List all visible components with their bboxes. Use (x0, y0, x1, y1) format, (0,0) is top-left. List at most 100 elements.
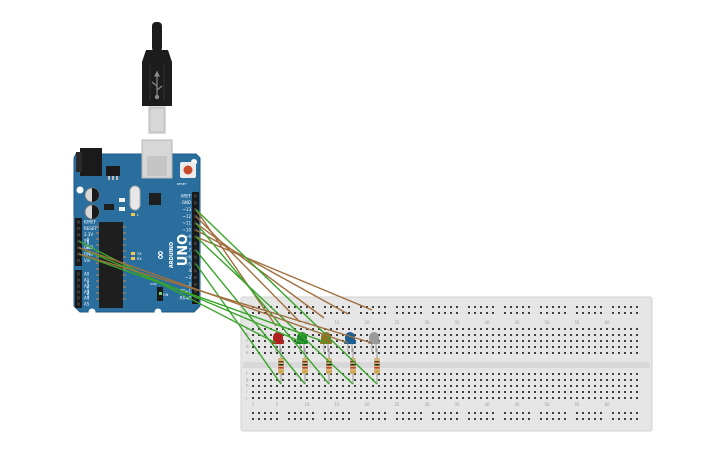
breadboard-hole[interactable] (546, 397, 548, 399)
breadboard-hole[interactable] (456, 418, 458, 420)
breadboard-hole[interactable] (546, 346, 548, 348)
breadboard-hole[interactable] (606, 328, 608, 330)
breadboard-hole[interactable] (432, 352, 434, 354)
breadboard-hole[interactable] (282, 373, 284, 375)
breadboard-hole[interactable] (624, 312, 626, 314)
breadboard-hole[interactable] (564, 352, 566, 354)
breadboard-hole[interactable] (582, 328, 584, 330)
breadboard-hole[interactable] (582, 379, 584, 381)
breadboard-hole[interactable] (558, 306, 560, 308)
breadboard-hole[interactable] (630, 328, 632, 330)
breadboard-hole[interactable] (504, 346, 506, 348)
breadboard-hole[interactable] (288, 312, 290, 314)
breadboard-hole[interactable] (444, 340, 446, 342)
breadboard-hole[interactable] (336, 340, 338, 342)
breadboard-hole[interactable] (270, 352, 272, 354)
jumper-wire[interactable] (195, 236, 354, 385)
breadboard-hole[interactable] (396, 397, 398, 399)
breadboard-hole[interactable] (576, 306, 578, 308)
breadboard-hole[interactable] (636, 385, 638, 387)
breadboard-hole[interactable] (576, 340, 578, 342)
breadboard-hole[interactable] (402, 334, 404, 336)
breadboard-hole[interactable] (360, 373, 362, 375)
breadboard-hole[interactable] (396, 334, 398, 336)
breadboard-hole[interactable] (360, 397, 362, 399)
breadboard-hole[interactable] (252, 418, 254, 420)
breadboard-hole[interactable] (270, 385, 272, 387)
breadboard-hole[interactable] (252, 373, 254, 375)
breadboard-hole[interactable] (444, 412, 446, 414)
digital-pin[interactable] (194, 235, 197, 239)
breadboard-hole[interactable] (468, 397, 470, 399)
breadboard-hole[interactable] (636, 391, 638, 393)
breadboard-hole[interactable] (276, 352, 278, 354)
breadboard-hole[interactable] (468, 352, 470, 354)
breadboard-hole[interactable] (336, 346, 338, 348)
breadboard-hole[interactable] (390, 328, 392, 330)
breadboard-hole[interactable] (504, 397, 506, 399)
breadboard-hole[interactable] (450, 340, 452, 342)
breadboard-hole[interactable] (492, 379, 494, 381)
breadboard-hole[interactable] (330, 352, 332, 354)
breadboard-hole[interactable] (282, 334, 284, 336)
breadboard-hole[interactable] (396, 385, 398, 387)
breadboard-hole[interactable] (402, 412, 404, 414)
breadboard-hole[interactable] (612, 412, 614, 414)
breadboard-hole[interactable] (312, 385, 314, 387)
breadboard-hole[interactable] (324, 412, 326, 414)
breadboard-hole[interactable] (342, 412, 344, 414)
breadboard-hole[interactable] (492, 418, 494, 420)
breadboard-hole[interactable] (420, 340, 422, 342)
breadboard-hole[interactable] (462, 391, 464, 393)
breadboard-hole[interactable] (300, 373, 302, 375)
breadboard-hole[interactable] (504, 418, 506, 420)
breadboard-hole[interactable] (576, 312, 578, 314)
breadboard-hole[interactable] (384, 312, 386, 314)
breadboard-hole[interactable] (486, 379, 488, 381)
breadboard-hole[interactable] (510, 306, 512, 308)
breadboard-hole[interactable] (540, 379, 542, 381)
breadboard-hole[interactable] (474, 397, 476, 399)
breadboard-hole[interactable] (318, 340, 320, 342)
breadboard-hole[interactable] (522, 334, 524, 336)
breadboard-hole[interactable] (270, 397, 272, 399)
breadboard-hole[interactable] (510, 352, 512, 354)
breadboard-hole[interactable] (576, 352, 578, 354)
breadboard-hole[interactable] (582, 312, 584, 314)
breadboard-hole[interactable] (564, 391, 566, 393)
breadboard-hole[interactable] (408, 412, 410, 414)
breadboard-hole[interactable] (258, 418, 260, 420)
breadboard-hole[interactable] (402, 312, 404, 314)
breadboard-hole[interactable] (510, 391, 512, 393)
digital-pin[interactable] (194, 214, 197, 218)
breadboard-hole[interactable] (378, 328, 380, 330)
breadboard-hole[interactable] (546, 391, 548, 393)
analog-pin[interactable] (77, 296, 80, 300)
breadboard-hole[interactable] (426, 352, 428, 354)
breadboard-hole[interactable] (576, 334, 578, 336)
breadboard-hole[interactable] (372, 306, 374, 308)
breadboard-hole[interactable] (378, 412, 380, 414)
breadboard-hole[interactable] (450, 391, 452, 393)
breadboard-hole[interactable] (402, 346, 404, 348)
breadboard-hole[interactable] (342, 385, 344, 387)
power-pin[interactable] (77, 220, 80, 224)
breadboard-hole[interactable] (312, 373, 314, 375)
breadboard-hole[interactable] (294, 379, 296, 381)
breadboard-hole[interactable] (324, 391, 326, 393)
breadboard-hole[interactable] (282, 385, 284, 387)
breadboard-hole[interactable] (258, 312, 260, 314)
breadboard-hole[interactable] (414, 397, 416, 399)
breadboard-hole[interactable] (612, 340, 614, 342)
breadboard-hole[interactable] (516, 385, 518, 387)
power-pin-group[interactable] (77, 220, 80, 262)
breadboard-hole[interactable] (438, 306, 440, 308)
breadboard-hole[interactable] (300, 397, 302, 399)
breadboard-hole[interactable] (588, 352, 590, 354)
breadboard-hole[interactable] (408, 373, 410, 375)
breadboard-hole[interactable] (576, 418, 578, 420)
breadboard-hole[interactable] (312, 352, 314, 354)
breadboard-hole[interactable] (348, 306, 350, 308)
breadboard-hole[interactable] (366, 328, 368, 330)
reset-button-cap[interactable] (183, 165, 193, 175)
